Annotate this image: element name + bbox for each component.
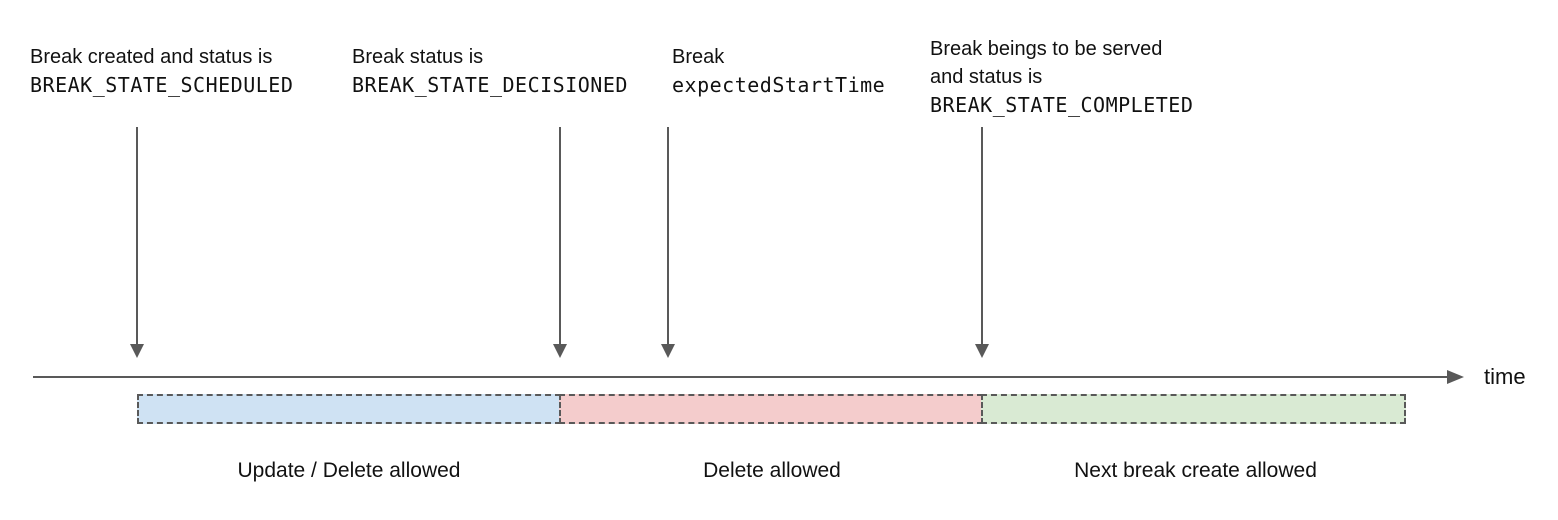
annotation-expected-start-time: Break expectedStartTime [672,43,885,99]
time-axis-arrowhead-icon [1447,370,1464,384]
phase-segment-next-create [981,394,1406,424]
down-arrow-icon-scheduled [130,127,144,358]
arrow-shaft [981,127,983,345]
phase-bar [137,394,1406,424]
phase-label-next-create: Next break create allowed [1074,459,1317,482]
annotation-text: Break status is [352,46,484,68]
arrow-head [975,344,989,358]
arrow-head [553,344,567,358]
down-arrow-icon-completed [975,127,989,358]
time-axis-label: time [1484,364,1526,389]
annotation-break-completed: Break beings to be served and status is … [930,35,1193,119]
arrow-head [130,344,144,358]
annotation-break-scheduled: Break created and status is BREAK_STATE_… [30,43,293,99]
annotation-state-constant: BREAK_STATE_SCHEDULED [30,73,294,97]
phase-label-update-delete: Update / Delete allowed [237,459,461,482]
time-axis-line [33,376,1449,378]
annotation-state-constant: BREAK_STATE_DECISIONED [352,73,628,97]
arrow-shaft [136,127,138,345]
phase-labels: Update / Delete allowed Delete allowed N… [137,458,1408,484]
arrow-shaft [559,127,561,345]
annotation-text: Break beings to be served [930,38,1163,60]
phase-segment-update-delete [137,394,561,424]
arrow-shaft [667,127,669,345]
down-arrow-icon-decisioned [553,127,567,358]
phase-segment-delete [559,394,983,424]
annotation-text: and status is [930,66,1043,88]
annotation-text: Break created and status is [30,46,273,68]
annotation-text: Break [672,46,725,68]
phase-label-delete: Delete allowed [703,459,841,482]
down-arrow-icon-expected-start [661,127,675,358]
annotation-state-constant: BREAK_STATE_COMPLETED [930,93,1194,117]
arrow-head [661,344,675,358]
annotation-field-name: expectedStartTime [672,73,886,97]
annotation-break-decisioned: Break status is BREAK_STATE_DECISIONED [352,43,628,99]
